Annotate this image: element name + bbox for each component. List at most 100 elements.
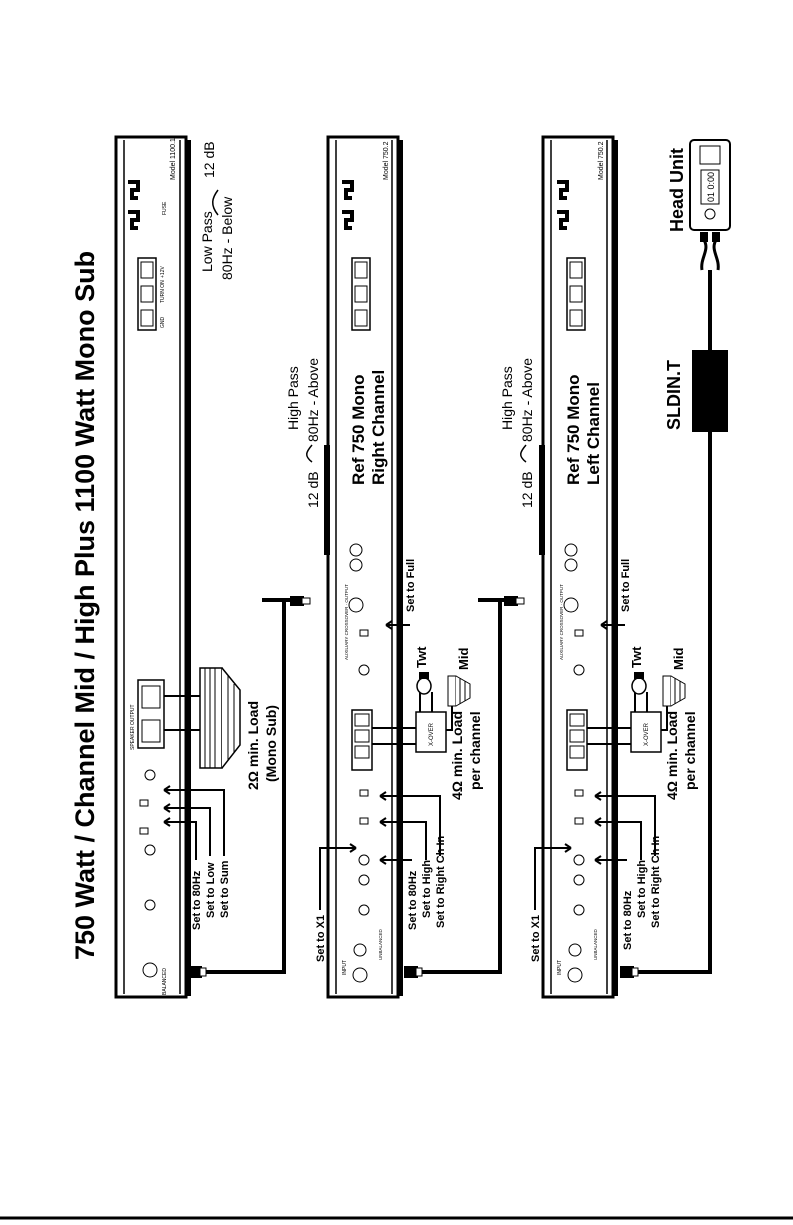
right-balanced-out[interactable] xyxy=(348,597,364,613)
right-load-note: 4Ω min. Load xyxy=(449,711,465,800)
head-unit-label: Head Unit xyxy=(667,148,687,232)
right-setting-3: Set to Right Ch In xyxy=(435,835,447,928)
left-amplifier: Model 750.2 Ref 750 Mono Left Channel AU… xyxy=(539,135,618,999)
left-setting-1: Set to 80Hz xyxy=(622,890,634,950)
sub-freq-knob[interactable] xyxy=(144,844,156,856)
diagram-title: 750 Watt / Channel Mid / High Plus 1100 … xyxy=(70,251,100,960)
right-input-label: INPUT xyxy=(342,960,348,975)
right-setting-1: Set to 80Hz xyxy=(407,870,419,930)
sub-setting-1: Set to 80Hz xyxy=(191,870,203,930)
right-filter-annotation: High Pass 80Hz - Above 12 dB xyxy=(285,358,321,508)
preset-buttons-icon[interactable] xyxy=(699,145,721,165)
sub-rca-input[interactable] xyxy=(142,962,158,978)
left-bass-knob[interactable] xyxy=(573,854,585,866)
right-freq-note: 80Hz - Above xyxy=(305,358,321,442)
right-load-note-2: per channel xyxy=(467,711,483,790)
left-load-note-2: per channel xyxy=(682,711,698,790)
left-slope: 12 dB xyxy=(519,471,535,508)
left-unbalanced-label: UNBALANCED xyxy=(593,928,598,960)
left-model-label: Model 750.2 xyxy=(598,141,605,180)
right-tweeter-label: Twt xyxy=(414,646,429,668)
rca-cables xyxy=(205,270,712,974)
left-load-note: 4Ω min. Load xyxy=(664,711,680,800)
sub-input-label: BALANCED xyxy=(162,968,168,995)
right-setting-2: Set to High xyxy=(421,860,433,918)
sub-freq-note: 80Hz - Below xyxy=(219,196,235,280)
left-rca-out-r[interactable] xyxy=(564,543,578,557)
head-unit-display xyxy=(700,169,720,205)
right-gain-knob[interactable] xyxy=(358,904,370,916)
left-amp-name-2: Left Channel xyxy=(584,382,603,485)
left-xover-box xyxy=(630,711,662,753)
left-mid-label: Mid xyxy=(671,648,686,670)
right-lowfull-switch[interactable] xyxy=(359,817,369,825)
right-freq-knob[interactable] xyxy=(358,874,370,886)
subwoofer-speaker xyxy=(164,667,241,769)
sub-gain-knob[interactable] xyxy=(144,899,156,911)
adapter-label: SLDIN.T xyxy=(664,360,684,430)
sub-setting-3: Set to Sum xyxy=(219,860,231,918)
sub-filter-annotation: Low Pass 80Hz - Below 12 dB xyxy=(199,141,235,280)
left-aux-label: AUXILIARY CROSSOVER · OUTPUT xyxy=(559,584,564,660)
right-output-switch[interactable] xyxy=(359,629,369,637)
left-lowfull-switch[interactable] xyxy=(574,817,584,825)
right-filter-mode: High Pass xyxy=(285,366,301,430)
right-bridge-switch[interactable] xyxy=(359,789,369,797)
left-output-switch[interactable] xyxy=(574,629,584,637)
sub-speaker-terminals xyxy=(137,679,165,749)
left-amp-name-1: Ref 750 Mono xyxy=(564,374,583,485)
power-knob-icon[interactable] xyxy=(704,208,716,220)
left-filter-annotation: High Pass 80Hz - Above 12 dB xyxy=(499,358,535,508)
right-setting-output: Set to Full xyxy=(405,559,417,612)
sub-gnd-label: GND xyxy=(160,317,166,329)
left-aux-freq-knob[interactable] xyxy=(573,664,585,676)
right-unbalanced-label: UNBALANCED xyxy=(378,928,383,960)
right-mid-label: Mid xyxy=(456,648,471,670)
right-xover-label: X-OVER xyxy=(429,722,435,746)
sub-load-note-2: (Mono Sub) xyxy=(263,705,279,782)
heatsink-fins xyxy=(128,180,140,230)
left-freq-knob[interactable] xyxy=(573,874,585,886)
left-balanced-out[interactable] xyxy=(563,597,579,613)
left-tweeter-label: Twt xyxy=(629,646,644,668)
sub-bass-knob[interactable] xyxy=(144,769,156,781)
left-rca-in[interactable] xyxy=(568,943,582,957)
left-setting-output: Set to Full xyxy=(620,559,632,612)
right-aux-freq-knob[interactable] xyxy=(358,664,370,676)
right-bass-knob[interactable] xyxy=(358,854,370,866)
left-tweeter-icon xyxy=(631,672,647,695)
left-rca-out-l[interactable] xyxy=(564,558,578,572)
sub-lowfull-switch[interactable] xyxy=(139,827,149,835)
right-amp-name-1: Ref 750 Mono xyxy=(349,374,368,485)
left-freq-note: 80Hz - Above xyxy=(519,358,535,442)
sub-load-note: 2Ω min. Load xyxy=(245,701,261,790)
right-amplifier: Model 750.2 Ref 750 Mono Right Channel A… xyxy=(324,135,403,999)
left-mid-icon xyxy=(661,675,686,731)
sub-amplifier: Model 1100.1 FUSE GND TURN ON +12V SPEAK… xyxy=(114,135,191,999)
sub-input-switch[interactable] xyxy=(139,799,149,807)
right-rca-out-l[interactable] xyxy=(349,558,363,572)
right-rca-in[interactable] xyxy=(353,943,367,957)
right-mid-icon xyxy=(446,675,471,731)
left-gain-knob[interactable] xyxy=(573,904,585,916)
sub-model-label: Model 1100.1 xyxy=(170,138,177,180)
right-xover-box xyxy=(415,711,447,753)
sub-12v-label: +12V xyxy=(160,266,166,278)
sub-slope: 12 dB xyxy=(201,141,217,178)
right-aux-label: AUXILIARY CROSSOVER · OUTPUT xyxy=(344,584,349,660)
power-terminal-block xyxy=(351,257,371,331)
right-speaker-terminals xyxy=(351,709,373,771)
left-bridge-switch[interactable] xyxy=(574,789,584,797)
sldin-adapter: SLDIN.T xyxy=(664,350,728,432)
right-slope: 12 dB xyxy=(305,471,321,508)
head-unit-display-text: 01 0:00 xyxy=(706,172,716,202)
left-speaker-terminals xyxy=(566,709,588,771)
left-setting-3: Set to Right Ch In xyxy=(650,835,662,928)
right-balanced-in[interactable] xyxy=(352,967,368,983)
left-filter-mode: High Pass xyxy=(499,366,515,430)
left-balanced-in[interactable] xyxy=(567,967,583,983)
right-amp-name-2: Right Channel xyxy=(369,370,388,485)
right-rca-out-r[interactable] xyxy=(349,543,363,557)
callout-arrows xyxy=(163,620,656,910)
